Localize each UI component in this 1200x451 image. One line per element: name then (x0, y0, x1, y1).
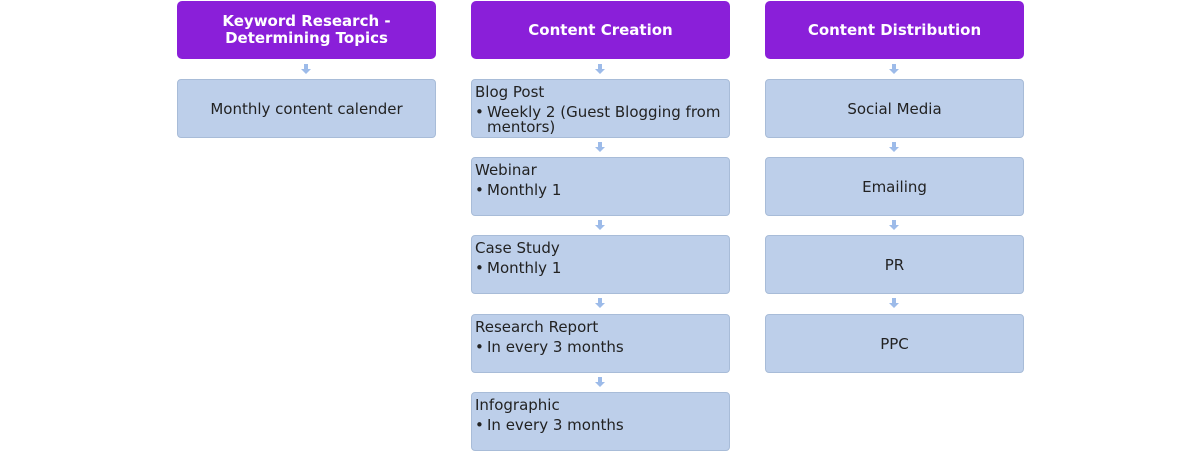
bullet-text: Monthly 1 (487, 259, 562, 277)
pr-box: PR (765, 235, 1024, 294)
box-label: Social Media (847, 99, 942, 118)
box-title: Webinar (475, 161, 537, 179)
arrow-down-icon (301, 64, 311, 74)
bullet-text: Monthly 1 (487, 181, 562, 199)
bullet-dot-icon: • (475, 416, 484, 434)
bullet-dot-icon: • (475, 259, 484, 277)
emailing-box: Emailing (765, 157, 1024, 216)
bullet-dot-icon: • (475, 103, 484, 121)
box-title: Case Study (475, 239, 560, 257)
box-label: Monthly content calender (210, 99, 403, 118)
bullet-item: • Weekly 2 (Guest Blogging from mentors) (475, 105, 721, 135)
arrow-down-icon (889, 64, 899, 74)
webinar-box: Webinar • Monthly 1 (471, 157, 730, 216)
box-label: Emailing (862, 177, 927, 196)
box-title: Infographic (475, 396, 560, 414)
box-title: Research Report (475, 318, 599, 336)
bullet-text: Weekly 2 (Guest Blogging from mentors) (487, 103, 721, 136)
arrow-down-icon (595, 220, 605, 230)
bullet-item: • Monthly 1 (475, 183, 721, 198)
arrow-down-icon (595, 377, 605, 387)
ppc-box: PPC (765, 314, 1024, 373)
social-media-box: Social Media (765, 79, 1024, 138)
box-label: PR (884, 255, 905, 274)
box-label: PPC (880, 334, 909, 353)
arrow-down-icon (595, 142, 605, 152)
bullet-dot-icon: • (475, 338, 484, 356)
case-study-box: Case Study • Monthly 1 (471, 235, 730, 294)
box-title: Blog Post (475, 83, 545, 101)
infographic-box: Infographic • In every 3 months (471, 392, 730, 451)
content-distribution-header: Content Distribution (765, 1, 1024, 59)
research-report-box: Research Report • In every 3 months (471, 314, 730, 373)
blog-post-box: Blog Post • Weekly 2 (Guest Blogging fro… (471, 79, 730, 138)
arrow-down-icon (889, 142, 899, 152)
bullet-dot-icon: • (475, 181, 484, 199)
monthly-content-calendar-box: Monthly content calender (177, 79, 436, 138)
bullet-text: In every 3 months (487, 338, 624, 356)
bullet-text: In every 3 months (487, 416, 624, 434)
keyword-research-header: Keyword Research - Determining Topics (177, 1, 436, 59)
bullet-item: • In every 3 months (475, 418, 721, 433)
arrow-down-icon (595, 64, 605, 74)
arrow-down-icon (889, 220, 899, 230)
arrow-down-icon (889, 298, 899, 308)
bullet-item: • In every 3 months (475, 340, 721, 355)
content-creation-header: Content Creation (471, 1, 730, 59)
bullet-item: • Monthly 1 (475, 261, 721, 276)
arrow-down-icon (595, 298, 605, 308)
